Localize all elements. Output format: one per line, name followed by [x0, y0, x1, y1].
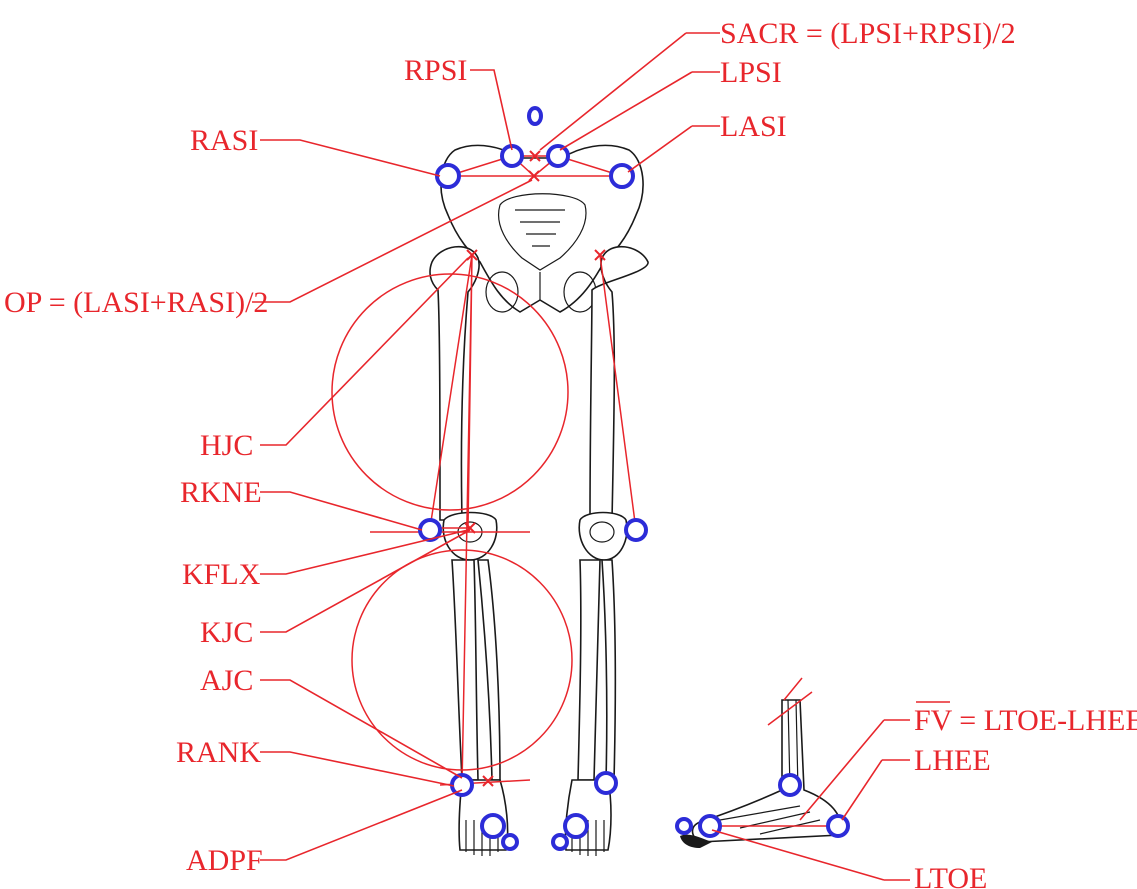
label-hjc: HJC [200, 429, 253, 462]
label-rank: RANK [176, 736, 261, 769]
label-rkne: RKNE [180, 476, 262, 509]
label-ltoe: LTOE [914, 862, 987, 889]
lkne-marker [626, 520, 646, 540]
labels: SACR = (LPSI+RPSI)/2 RPSI LPSI RASI LASI… [4, 17, 1137, 889]
feet-front [459, 780, 611, 856]
side-ankle-marker [780, 775, 800, 795]
label-lpsi: LPSI [720, 56, 782, 89]
label-rpsi: RPSI [404, 54, 467, 87]
lower-legs [452, 560, 615, 780]
label-lasi: LASI [720, 110, 787, 143]
rasi-leader [260, 140, 440, 176]
side-toe-small-marker [677, 819, 691, 833]
ajc-leader [260, 680, 462, 778]
label-kjc: KJC [200, 616, 253, 649]
lasi-leader [628, 126, 720, 172]
label-sacr: SACR = (LPSI+RPSI)/2 [720, 17, 1016, 50]
label-adpf: ADPF [186, 844, 263, 877]
rtoe-marker [482, 815, 504, 837]
rpsi-leader [470, 70, 512, 150]
ltoe-small-marker [553, 835, 567, 849]
ltoe-marker [565, 815, 587, 837]
lhee-leader [842, 760, 910, 820]
side-toe-marker [700, 816, 720, 836]
rtoe-small-marker [503, 835, 517, 849]
label-ajc: AJC [200, 664, 253, 697]
knees [443, 513, 627, 561]
label-rasi: RASI [190, 124, 258, 157]
lpsi-marker [548, 146, 568, 166]
kjc-leader [260, 530, 470, 632]
head-marker [529, 108, 541, 124]
label-op: OP = (LASI+RASI)/2 [4, 286, 268, 319]
sacr-leader [540, 33, 720, 150]
label-fv: FV = LTOE-LHEE [914, 704, 1137, 737]
lpsi-leader [560, 72, 720, 150]
adpf-leader [260, 790, 462, 860]
side-heel-marker [828, 816, 848, 836]
lasi-marker [611, 165, 633, 187]
label-lhee: LHEE [914, 744, 991, 777]
label-kflx: KFLX [182, 558, 261, 591]
rasi-marker [437, 165, 459, 187]
lank-marker [596, 773, 616, 793]
